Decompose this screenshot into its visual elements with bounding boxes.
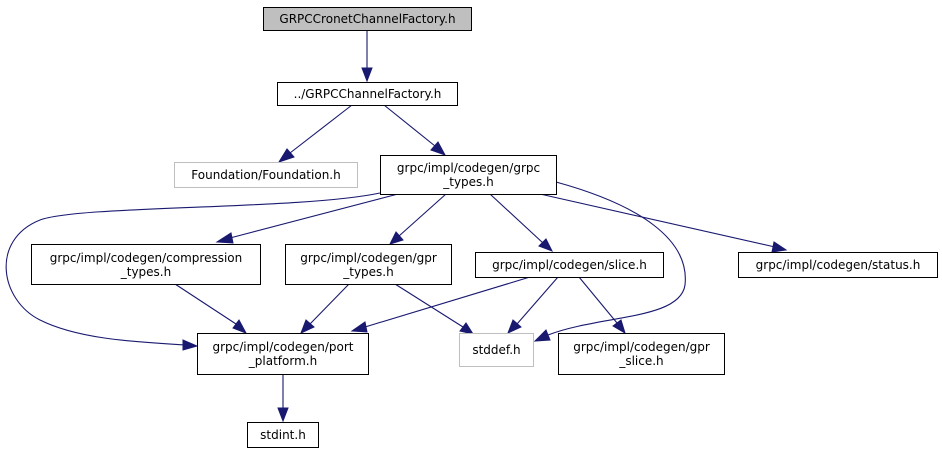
arrowhead-compression-to-port-platform: [232, 319, 248, 334]
node-foundation: Foundation/Foundation.h: [174, 162, 358, 188]
node-compression-types[interactable]: grpc/impl/codegen/compression _types.h: [31, 244, 261, 285]
edge-channel-to-foundation: [289, 104, 353, 154]
arrowhead-grpc-types-to-compression: [215, 232, 234, 244]
arrowhead-cronet-to-channel: [361, 67, 373, 83]
edge-channel-to-grpc-types: [383, 104, 436, 147]
edge-grpc-types-to-compression: [229, 193, 399, 239]
node-gpr-types[interactable]: grpc/impl/codegen/gpr _types.h: [285, 244, 452, 285]
arrowhead-gpr-types-to-stddef: [459, 322, 475, 335]
arrowhead-gpr-types-to-port-platform: [300, 319, 315, 334]
edge-grpc-types-to-slice: [489, 193, 544, 244]
node-slice[interactable]: grpc/impl/codegen/slice.h: [475, 252, 664, 278]
edge-grpc-types-to-stddef: [547, 181, 686, 336]
arrowhead-grpc-types-to-slice: [538, 238, 554, 252]
edge-slice-to-port-platform: [364, 276, 531, 328]
node-grpc-types[interactable]: grpc/impl/codegen/grpc _types.h: [380, 155, 557, 195]
node-status[interactable]: grpc/impl/codegen/status.h: [738, 252, 938, 278]
node-stddef: stddef.h: [459, 333, 534, 367]
arrowhead-channel-to-foundation: [277, 148, 295, 163]
node-grpc-cronet-channel-factory: GRPCCronetChannelFactory.h: [263, 7, 472, 31]
arrowhead-channel-to-grpc-types: [430, 141, 447, 156]
node-grpc-channel-factory[interactable]: ../GRPCChannelFactory.h: [277, 82, 458, 106]
arrowhead-grpc-types-to-port-platform: [182, 339, 199, 351]
arrowhead-port-platform-to-stdint: [277, 407, 289, 423]
edge-gpr-types-to-port-platform: [309, 283, 350, 325]
edge-grpc-types-to-port-platform: [5, 192, 381, 346]
node-stdint: stdint.h: [247, 422, 319, 448]
arrowhead-grpc-types-to-stddef: [533, 329, 551, 342]
edge-compression-to-port-platform: [174, 283, 237, 325]
edge-slice-to-stddef: [516, 276, 559, 325]
edge-gpr-types-to-stddef: [394, 283, 464, 328]
edge-grpc-types-to-status: [539, 193, 776, 248]
edge-grpc-types-to-gpr-types: [398, 193, 447, 237]
node-gpr-slice[interactable]: grpc/impl/codegen/gpr _slice.h: [558, 333, 725, 375]
arrowhead-slice-to-stddef: [507, 319, 522, 334]
edge-slice-to-gpr-slice: [578, 276, 618, 324]
node-port-platform[interactable]: grpc/impl/codegen/port _platform.h: [197, 333, 369, 375]
arrowhead-slice-to-port-platform: [350, 321, 368, 333]
arrowhead-slice-to-gpr-slice: [612, 319, 626, 335]
arrowhead-grpc-types-to-gpr-types: [389, 231, 404, 245]
arrowhead-grpc-types-to-status: [771, 241, 788, 253]
